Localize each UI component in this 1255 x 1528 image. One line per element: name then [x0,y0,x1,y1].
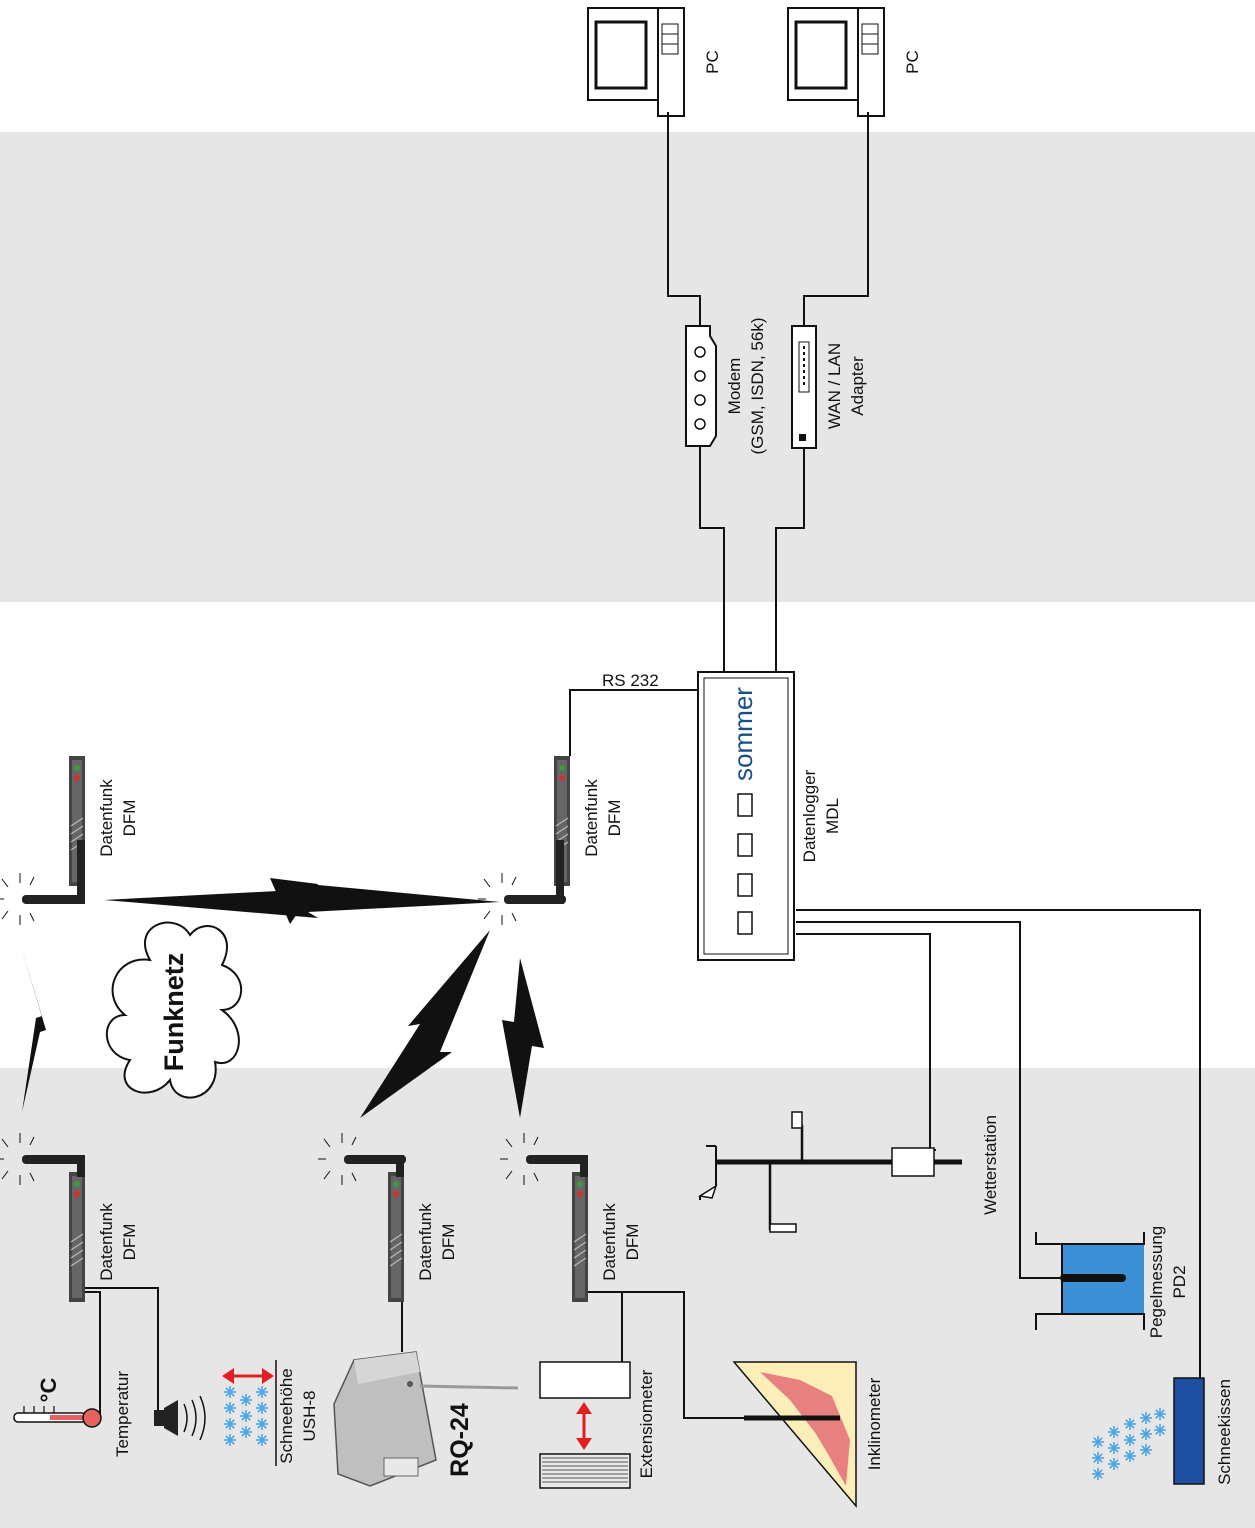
modem-icon [686,326,716,446]
rs232-label: RS 232 [602,671,659,690]
pc-2-label: PC [903,50,922,74]
pc-1-icon [588,8,684,116]
pc-2-icon [788,8,884,116]
wetterstation-label: Wetterstation [981,1115,1000,1215]
wan-label-line1: WAN / LAN [825,343,844,429]
logger-brand-logo: sommer [728,687,758,781]
dfm-bottom-left-label-1: Datenfunk [97,1203,116,1281]
pegelmessung-label-1: Pegelmessung [1147,1226,1166,1338]
dfm-radio-top-left [0,756,85,925]
schneehoehe-label-1: Schneehöhe [277,1368,296,1463]
dfm-top-right-label-2: DFM [605,800,624,837]
schneekissen-label: Schneekissen [1215,1379,1234,1485]
pegelmessung-label-2: PD2 [1170,1265,1189,1298]
temperature-unit-label: °C [36,1378,61,1403]
wan-lan-adapter-icon [792,326,816,448]
schneehoehe-label-2: USH-8 [300,1390,319,1441]
rq24-label: RQ-24 [446,1403,474,1477]
wan-label-line2: Adapter [848,356,867,416]
schneekissen-icon [1174,1378,1204,1484]
extensiometer-label: Extensiometer [637,1369,656,1478]
modem-label-line2: (GSM, ISDN, 56k) [748,318,767,455]
dfm-bottom-right-label-2: DFM [623,1224,642,1261]
logger-label-line2: MDL [823,798,842,834]
dfm-bottom-right-label-1: Datenfunk [600,1203,619,1281]
band-network [0,132,1255,602]
pc-1-label: PC [703,50,722,74]
dfm-top-left-label-2: DFM [120,800,139,837]
dfm-bottom-middle-label-1: Datenfunk [416,1203,435,1281]
inklinometer-label: Inklinometer [865,1377,884,1470]
temperatur-label: Temperatur [113,1371,132,1457]
dfm-top-right-label-1: Datenfunk [582,779,601,857]
dfm-radio-top-right [478,756,570,925]
dfm-bottom-left-label-2: DFM [120,1224,139,1261]
modem-label-line1: Modem [725,358,744,415]
logger-label-line1: Datenlogger [800,769,819,862]
funknetz-label: Funknetz [159,953,189,1072]
dfm-top-left-label-1: Datenfunk [97,779,116,857]
dfm-bottom-middle-label-2: DFM [439,1224,458,1261]
